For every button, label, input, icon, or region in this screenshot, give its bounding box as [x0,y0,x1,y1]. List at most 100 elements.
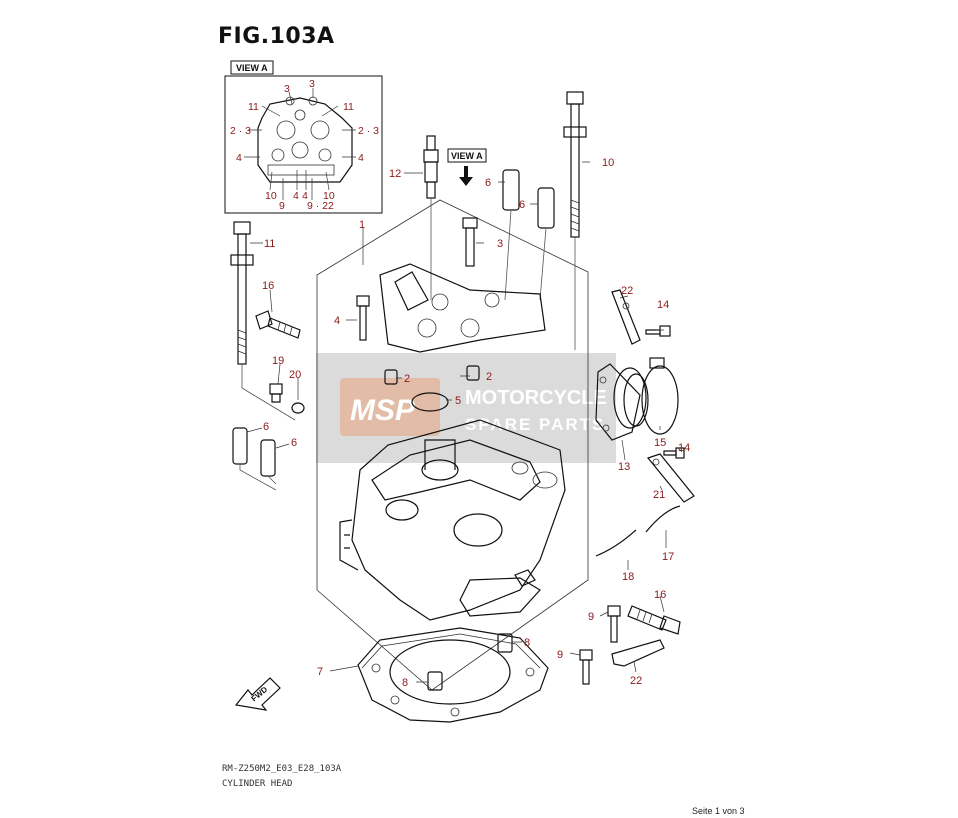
clip-17 [645,505,681,533]
inset-label: 10 [323,190,335,202]
clip-18 [595,529,637,557]
cylinder-stud-bolt-left [230,221,296,421]
inset-port [294,109,306,121]
part-label: 22 [621,285,633,297]
part-label: 2 [404,373,410,385]
assembly-name: CYLINDER HEAD [222,779,293,789]
dowel-pins-left [232,427,277,491]
watermark-logo-box [340,378,440,436]
part-label: 6 [485,177,491,189]
cylinder-stud-bolt-right [563,91,587,350]
bracket-22-upper [611,289,641,345]
page-indicator: Seite 1 von 3 [692,806,745,816]
leader-lines [246,161,683,683]
part-label: 12 [389,168,401,180]
inset-label: 11 [343,101,354,113]
inset-label: 4 [302,190,308,202]
inset-spark-plug-hole [291,141,309,159]
part-label: 22 [630,675,642,687]
view-a-badge [447,148,487,163]
dowel-pins-2 [384,365,480,385]
inset-view-a: VIEW A 3 3 11 11 2 · 3 2 · 3 4 4 10 9 4 … [224,60,383,214]
fwd-arrow-icon [234,677,281,711]
part-label: 6 [519,199,525,211]
inset-view-badge [230,60,274,75]
view-a-label: VIEW A [451,151,483,161]
part-label: 14 [657,299,669,311]
head-gasket [357,627,549,723]
part-label: 20 [289,369,301,381]
inset-label: 4 [236,152,242,164]
part-label: 2 [486,371,492,383]
part-label: 17 [662,551,674,563]
part-label: 9 [557,649,563,661]
assembly-frame [316,199,589,691]
part-label: 8 [524,637,530,649]
cam-holder [379,263,546,353]
inset-leader-lines [244,88,356,200]
inset-label: 4 [293,190,299,202]
figure-title: FIG.103A [218,24,335,49]
part-label: 16 [262,280,274,292]
inset-view-label: VIEW A [236,63,268,73]
inset-label: 2 · 3 [358,125,379,137]
part-label: 10 [602,157,614,169]
watermark-logo: MSP [350,394,416,427]
inset-head-outline [257,97,353,183]
plug-19 [269,383,283,403]
dowel-pins-top [502,169,555,301]
part-label: 19 [272,355,284,367]
part-label: 6 [263,421,269,433]
inset-frame [224,75,383,214]
part-label: 18 [622,571,634,583]
bolt-14-lower [663,447,685,459]
inset-flange [267,164,335,176]
inset-port [271,148,285,162]
bracket-21 [646,453,695,503]
bracket-22-lower [611,639,665,667]
part-label: 13 [618,461,630,473]
bolt-16-upper [255,310,301,339]
inset-label: 9 · 22 [307,200,334,212]
part-label: 11 [264,238,275,250]
view-direction-arrow-icon [459,166,473,186]
watermark-line2: SPARE PARTS [465,415,605,434]
bolt-16-lower [627,605,681,635]
part-label: 1 [359,219,365,231]
part-label: 7 [317,666,323,678]
part-label: 16 [654,589,666,601]
inset-label: 4 [358,152,364,164]
inset-label: 10 [265,190,277,202]
bolt-14-upper [645,325,671,337]
part-label: 21 [653,489,665,501]
watermark-line1: MOTORCYCLE [465,387,607,409]
bolt-3 [462,217,478,267]
inset-port [318,148,332,162]
cylinder-head-body [339,419,566,621]
part-label: 3 [497,238,503,250]
part-label: 6 [291,437,297,449]
washer-20 [291,402,305,414]
view-a-indicator: VIEW A [447,148,487,186]
inset-label: 3 [284,83,290,95]
part-label: 5 [455,395,461,407]
inset-port [276,120,296,140]
bolt-9-upper [607,605,621,643]
part-label: 4 [334,315,340,327]
spark-plug [423,135,439,300]
bolt-4 [356,295,370,341]
model-code: RM-Z250M2_E03_E28_103A [222,764,342,774]
inset-label: 3 [309,78,315,90]
part-label: 15 [654,437,666,449]
inset-label: 11 [248,101,259,113]
inset-label: 9 [279,200,285,212]
intake-pipe [595,363,649,441]
inset-port [310,120,330,140]
bolt-9-lower [579,649,593,685]
o-ring [411,392,449,412]
watermark: MSP MOTORCYCLE SPARE PARTS [316,353,616,463]
part-label: 8 [402,677,408,689]
fwd-arrow: FWD [234,677,281,711]
hose-clamp [641,357,679,435]
